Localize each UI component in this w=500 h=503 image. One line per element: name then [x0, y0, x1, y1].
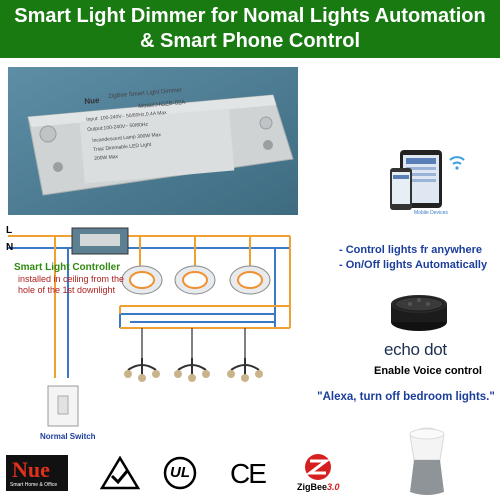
banner-title-line1: Smart Light Dimmer for Nomal Lights Auto…	[14, 5, 486, 27]
tablet-phone-icon	[390, 150, 465, 210]
neutral-wire-label: N	[6, 242, 14, 253]
banner-title-line2: & Smart Phone Control	[139, 30, 360, 52]
downlight-1	[121, 265, 163, 295]
feature-line-2: - On/Off lights Automatically	[339, 259, 488, 271]
feature-line-1: - Control lights fr anywhere	[339, 244, 483, 256]
zigbee-version: 3.0	[327, 482, 340, 492]
ul-text: UL	[170, 464, 190, 481]
chandelier-1	[124, 358, 160, 382]
chandelier-3	[227, 358, 263, 382]
product-photo: Nue ZigBee Smart Light Dimmer Model:HGZB…	[8, 67, 298, 215]
downlight-3	[229, 265, 271, 295]
google-home-device	[392, 420, 462, 503]
smart-speaker-icon	[409, 427, 445, 495]
voice-control-caption: Enable Voice control	[374, 365, 482, 377]
mobile-devices-illustration: Mobile Devices	[380, 148, 470, 218]
zigbee-z-icon	[305, 454, 331, 480]
dimmer-device-illustration	[8, 67, 298, 215]
echo-dot-icon	[391, 295, 447, 331]
chandelier-2	[174, 358, 210, 382]
ce-mark: CE	[230, 458, 267, 489]
ul-circle-icon	[163, 456, 197, 490]
zigbee-word: ZigBee	[297, 482, 328, 492]
zigbee-logo: ZigBee3.0	[295, 452, 341, 492]
nue-tagline: Smart Home & Office	[10, 482, 58, 488]
controller-desc-2: hole of the 1st downlight	[18, 285, 116, 295]
nue-logo-text: Nue	[12, 457, 50, 482]
echo-dot-label: echo dot	[384, 340, 447, 359]
rcm-mark	[99, 455, 141, 495]
wiring-diagram	[8, 227, 291, 427]
controller-title: Smart Light Controller	[14, 262, 121, 273]
rcm-check-icon	[99, 455, 141, 490]
alexa-quote: "Alexa, turn off bedroom lights."	[317, 391, 495, 403]
live-wire-label: L	[6, 225, 13, 236]
normal-switch-label: Normal Switch	[40, 432, 96, 441]
nue-logo: Nue Smart Home & Office	[6, 455, 68, 491]
device-brand-text: Nue	[84, 95, 100, 106]
controller-desc-1: installed in ceiling from the	[18, 274, 125, 284]
ul-mark: UL	[163, 456, 197, 495]
echo-dot-device	[388, 288, 450, 341]
title-banner: Smart Light Dimmer for Nomal Lights Auto…	[0, 0, 500, 58]
downlight-2	[174, 265, 216, 295]
zigbee-text: ZigBee3.0	[297, 482, 340, 492]
mobile-devices-caption: Mobile Devices	[414, 210, 448, 216]
